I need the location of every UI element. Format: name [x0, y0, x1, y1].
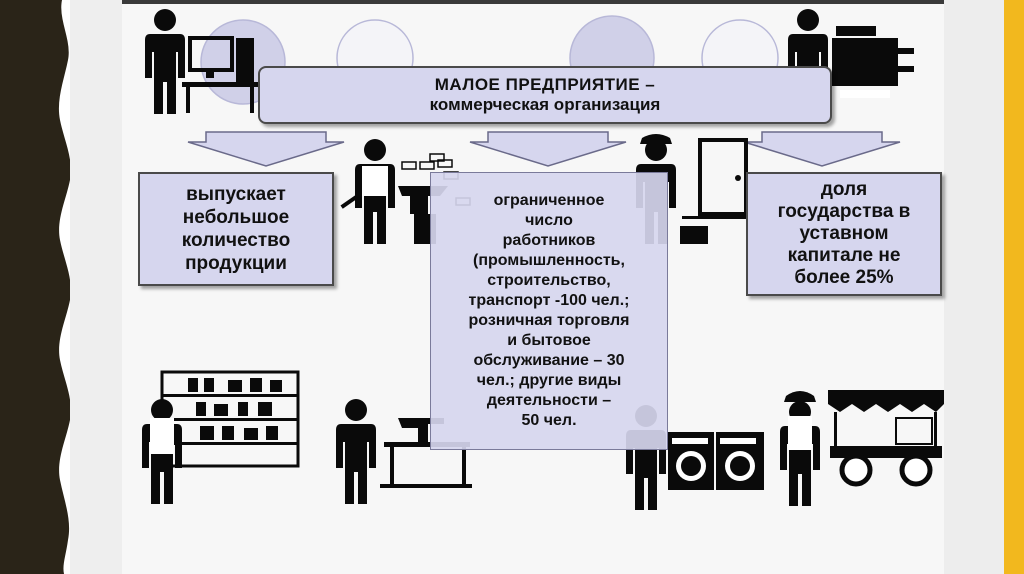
title-line-1: МАЛОЕ ПРЕДПРИЯТИЕ –: [434, 75, 656, 94]
down-arrow-right: [743, 131, 901, 167]
shop-clerk-shelves-icon: [142, 370, 300, 504]
small-output-box: выпускает небольшое количество продукции: [138, 172, 334, 286]
limited-workers-box: ограниченное число работников (промышлен…: [430, 172, 668, 450]
laundry-washing-machines-icon: [626, 405, 764, 510]
state-share-box: доля государства в уставном капитале не …: [746, 172, 942, 296]
down-arrow-left: [187, 131, 345, 167]
person-with-copier-icon: [788, 9, 914, 114]
left-wavy-band: [0, 0, 71, 574]
title-box: МАЛОЕ ПРЕДПРИЯТИЕ – коммерческая организ…: [258, 66, 832, 124]
down-arrow-center: [469, 131, 627, 167]
person-at-computer-icon: [145, 9, 258, 114]
title-line-2: коммерческая организация: [429, 95, 661, 114]
right-accent-bar: [1004, 0, 1024, 574]
street-food-cart-icon: [780, 390, 944, 506]
